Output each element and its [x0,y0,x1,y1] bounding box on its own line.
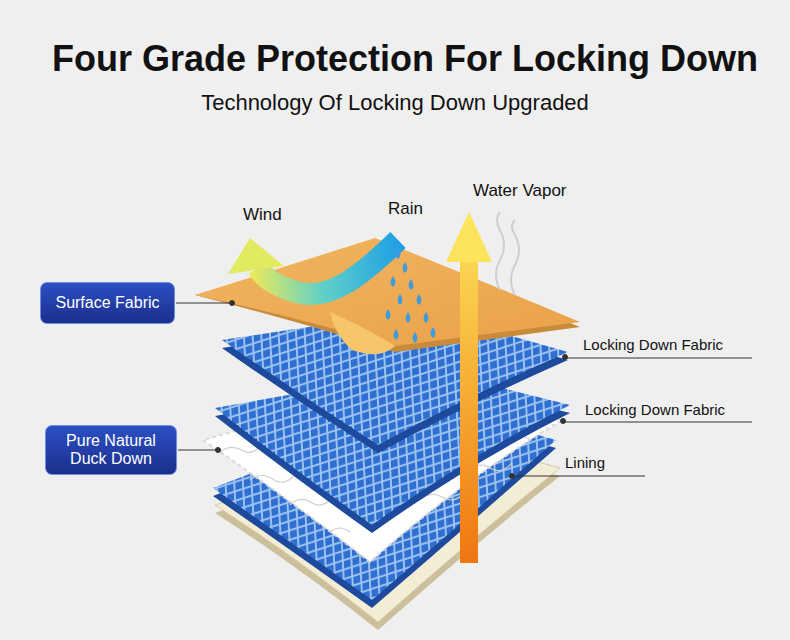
force-label: Water Vapor [473,181,567,201]
box-text: Pure Natural Duck Down [58,432,164,469]
label-box: Pure Natural Duck Down [45,425,177,476]
layer-label: Locking Down Fabric [583,336,723,353]
layer-label: Locking Down Fabric [585,401,725,418]
label-box: Surface Fabric [40,282,175,324]
subtitle: Technology Of Locking Down Upgraded [201,90,589,116]
box-text: Surface Fabric [55,294,159,312]
layer-label: Lining [565,454,605,471]
diagram-title: Four Grade Protection For Locking Down [52,38,758,80]
force-label: Wind [243,205,282,225]
force-label: Rain [388,199,423,219]
